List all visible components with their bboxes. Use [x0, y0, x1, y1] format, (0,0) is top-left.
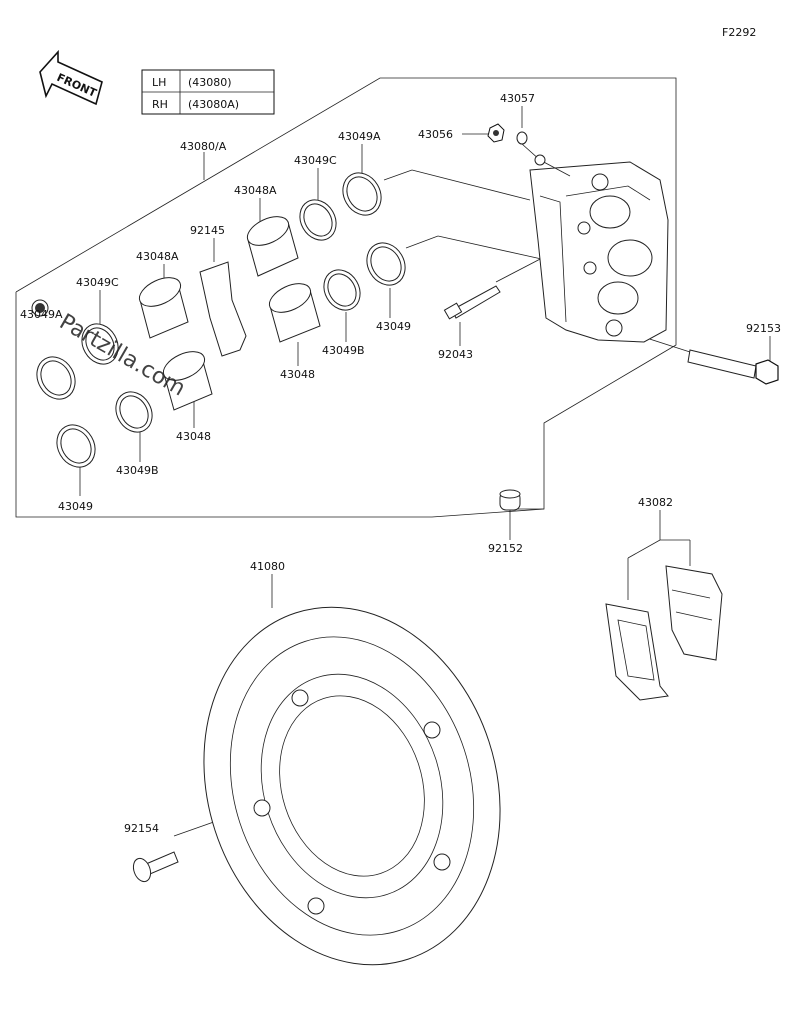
label-seal-a-top: 43049A: [338, 130, 381, 143]
label-bleed-cap: 43057: [500, 92, 535, 105]
variant-part-lh: (43080): [188, 76, 232, 89]
brake-pads: [605, 565, 723, 701]
seal-rings: [31, 172, 406, 468]
label-piston-left: 43048: [176, 430, 211, 443]
pad-spring: [199, 261, 247, 357]
caliper-bolt: [687, 349, 779, 385]
label-seal-c-left: 43049C: [76, 276, 119, 289]
label-seal-b-mid: 43049B: [322, 344, 365, 357]
nut: [487, 123, 505, 143]
variant-part-rh: (43080A): [188, 98, 239, 111]
label-pin: 92043: [438, 348, 473, 361]
caliper-assembly-outline: [15, 77, 677, 518]
sleeve: [499, 489, 521, 511]
front-arrow-icon: FRONT: [39, 49, 103, 106]
label-seal-a-left: 43049A: [20, 308, 63, 321]
figure-id: F2292: [722, 26, 756, 39]
label-caliper-assy: 43080/A: [180, 140, 227, 153]
label-seal-c-top: 43049C: [294, 154, 337, 167]
label-seal-mid: 43049: [376, 320, 411, 333]
label-disc: 41080: [250, 560, 285, 573]
caliper-body: [529, 161, 669, 343]
label-pad-spring: 92145: [190, 224, 225, 237]
label-piston-mid: 43048: [280, 368, 315, 381]
label-bolt-disc: 92154: [124, 822, 159, 835]
part-labels: 43080/A 43049A 43049C 43048A 92145 43048…: [20, 92, 781, 835]
label-seal-left: 43049: [58, 500, 93, 513]
label-bolt-caliper: 92153: [746, 322, 781, 335]
label-pads: 43082: [638, 496, 673, 509]
disc-bolt: [132, 851, 179, 883]
variant-side-rh: RH: [152, 98, 168, 111]
label-piston-a-top: 43048A: [234, 184, 277, 197]
pistons: [138, 216, 321, 411]
variant-table: LH (43080) RH (43080A): [141, 69, 275, 115]
pin: [443, 285, 501, 320]
label-piston-a-left: 43048A: [136, 250, 179, 263]
variant-side-lh: LH: [152, 76, 166, 89]
brake-disc: [203, 606, 501, 966]
label-seal-b-left: 43049B: [116, 464, 159, 477]
label-nut: 43056: [418, 128, 453, 141]
bleed-cap: [516, 131, 571, 177]
label-sleeve: 92152: [488, 542, 523, 555]
